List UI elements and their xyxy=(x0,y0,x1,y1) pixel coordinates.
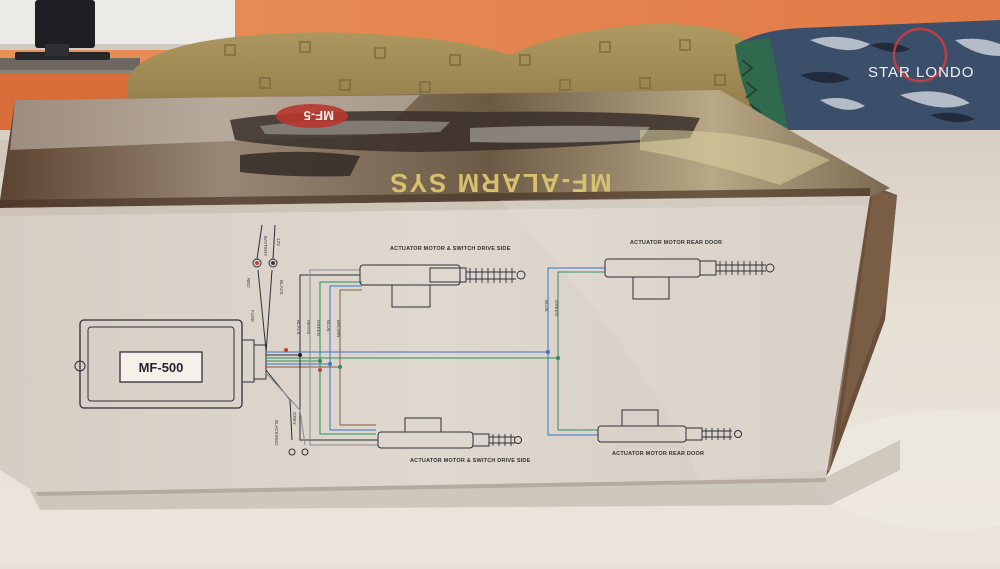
module-label: MF-500 xyxy=(139,360,184,375)
actuator-label-3: ACTUATOR MOTOR & SWITCH DRIVE SIDE xyxy=(410,458,531,464)
switch-label-black-red: BLACK/RED xyxy=(274,420,279,446)
control-module: MF-500 xyxy=(74,319,267,409)
background-sign-text: STAR LONDO xyxy=(868,64,974,81)
actuator-rear-top xyxy=(604,258,775,300)
box-front-face xyxy=(0,196,870,492)
switch-label-grey: GREY xyxy=(292,412,297,425)
wire-label-white: WHITE xyxy=(306,320,311,335)
power-label-red: RED xyxy=(246,278,251,288)
power-label-fuse: FUSE xyxy=(250,310,255,322)
power-label-12v: 12V xyxy=(276,238,281,246)
wire-label-blue-right: BLUE xyxy=(544,300,549,312)
wire-label-green-right: GREEN xyxy=(554,300,559,316)
power-label-black: BLACK xyxy=(279,280,284,295)
brand-logo-top: MF-5 xyxy=(276,104,348,128)
wire-label-green: GREEN xyxy=(316,320,321,336)
actuator-label-1: ACTUATOR MOTOR & SWITCH DRIVE SIDE xyxy=(390,246,511,252)
patterned-cushion xyxy=(735,20,1000,140)
actuator-label-4: ACTUATOR MOTOR REAR DOOR xyxy=(612,451,704,457)
svg-text:MF-5: MF-5 xyxy=(304,108,334,123)
wire-label-black: BLACK xyxy=(296,320,301,335)
wiring-diagram: MF-500 xyxy=(74,224,775,464)
wire-label-blue: BLUE xyxy=(326,320,331,332)
speaker xyxy=(35,0,95,48)
actuator-rear-bottom xyxy=(597,409,742,443)
actuator-front-bottom xyxy=(377,417,522,449)
wire-label-brown: BROWN xyxy=(336,320,341,337)
actuator-label-2: ACTUATOR MOTOR REAR DOOR xyxy=(630,240,722,246)
actuator-front-top xyxy=(359,264,526,308)
power-label-battery: BATTERY xyxy=(263,236,268,256)
